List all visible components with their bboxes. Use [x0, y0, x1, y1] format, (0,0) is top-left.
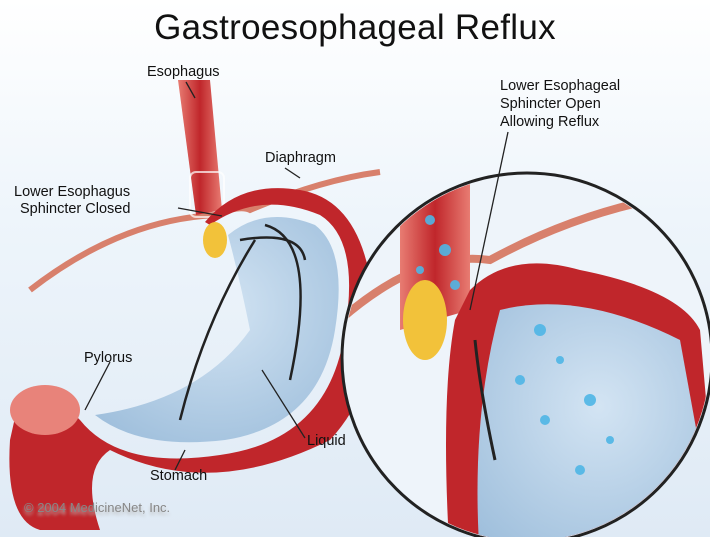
label-pylorus: Pylorus: [84, 350, 133, 366]
stomach-left: [9, 188, 375, 531]
esophagus-tube: [178, 80, 222, 215]
label-stomach: Stomach: [150, 468, 208, 484]
label-reflux-1: Lower Esophageal: [500, 78, 621, 94]
label-liquid: Liquid: [307, 433, 346, 449]
page-title: Gastroesophageal Reflux: [154, 8, 556, 47]
label-sphincter-closed-2: Sphincter Closed: [20, 201, 131, 217]
label-diaphragm: Diaphragm: [265, 150, 336, 166]
copyright: © 2004 MedicineNet, Inc.: [24, 500, 171, 515]
label-reflux-2: Sphincter Open: [500, 96, 601, 112]
label-sphincter-closed-1: Lower Esophagus: [14, 184, 131, 200]
label-reflux-3: Allowing Reflux: [500, 114, 600, 130]
label-esophagus: Esophagus: [147, 64, 220, 80]
